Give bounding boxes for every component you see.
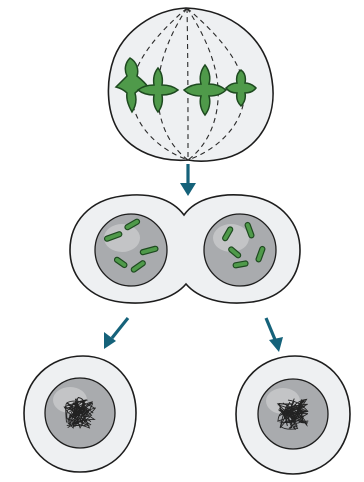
down-arrow-icon [104,318,128,349]
metaphase-cell [108,8,273,161]
down-arrow-icon [266,318,283,352]
daughter-cell-left [24,356,136,472]
down-arrow-icon [180,164,196,196]
daughter-cell-right [236,356,350,474]
right-nucleus [204,214,276,286]
left-nucleus [95,214,167,286]
dividing-cell [70,195,300,303]
